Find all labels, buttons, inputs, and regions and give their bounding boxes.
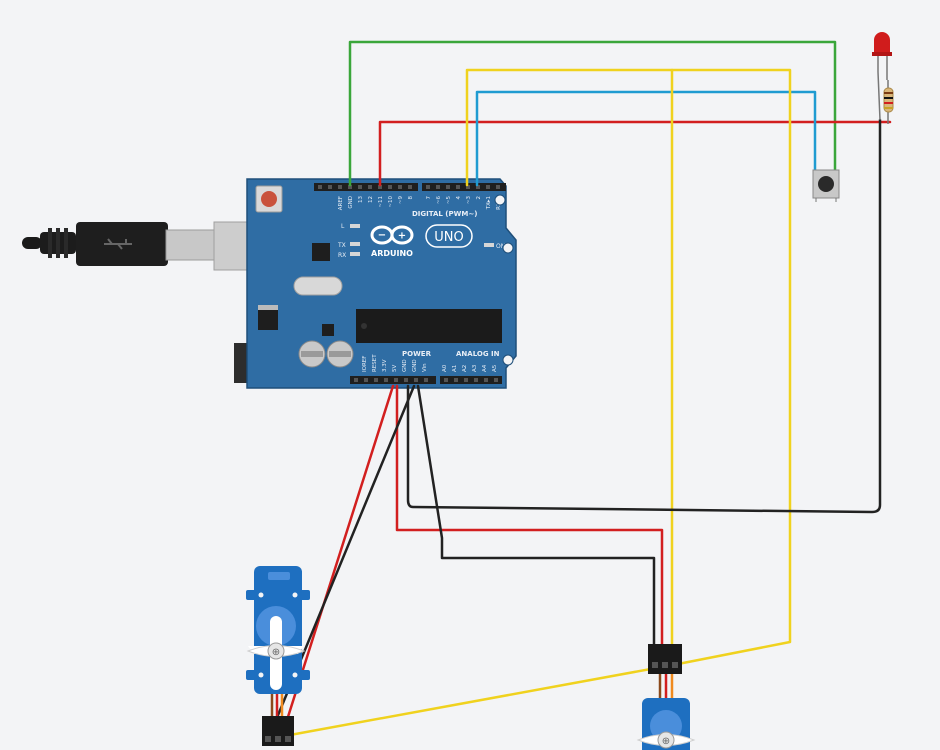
- pin-label: A2: [462, 365, 468, 372]
- onboard-leds: [350, 224, 494, 256]
- small-chip: [322, 324, 334, 336]
- pin-label: TX▸1: [486, 196, 492, 210]
- pin-label: 7: [426, 196, 432, 200]
- pin-label: ~10: [388, 196, 394, 208]
- pin-label: 3.3V: [382, 359, 388, 372]
- led-l-label: L: [341, 223, 345, 230]
- pin-label-aref: AREF: [338, 196, 344, 210]
- uno-badge: UNO: [425, 224, 473, 248]
- usb-chip: [312, 243, 330, 261]
- power-header[interactable]: [350, 376, 436, 384]
- digital-pwm-label: DIGITAL (PWM~): [412, 210, 477, 218]
- pin-label: ~3: [466, 196, 472, 205]
- pushbutton[interactable]: [812, 169, 840, 202]
- servo-horn-right[interactable]: ⊕: [636, 731, 696, 749]
- digital-header-left[interactable]: [314, 183, 418, 191]
- pin-label: GND: [412, 359, 418, 372]
- pin-label: GND: [402, 359, 408, 372]
- wire-black-gnd[interactable]: [416, 384, 656, 650]
- svg-text:UNO: UNO: [434, 230, 463, 245]
- pin-label: A5: [492, 364, 498, 372]
- servo-connector-left[interactable]: [262, 716, 294, 746]
- pin-label-gnd: GND: [348, 196, 354, 209]
- atmega-chip: [356, 309, 502, 343]
- micro-servo-left[interactable]: ⊕: [246, 566, 310, 746]
- wire-blue[interactable]: [475, 90, 817, 187]
- capacitor-left: [298, 340, 326, 368]
- svg-text:⊕: ⊕: [662, 736, 670, 747]
- pin-label: ~5: [446, 196, 452, 205]
- pin-label: 12: [368, 196, 374, 203]
- capacitor-right: [326, 340, 354, 368]
- pin-label: 13: [358, 196, 364, 203]
- reset-button[interactable]: [255, 185, 283, 213]
- svg-text:−: −: [378, 230, 386, 241]
- pin-label: 2: [476, 196, 482, 200]
- svg-text:⊕: ⊕: [272, 647, 280, 658]
- servo-horn-left[interactable]: ⊕: [246, 616, 306, 690]
- wire-red-top[interactable]: [378, 120, 892, 187]
- on-label: ON: [496, 243, 505, 250]
- crystal: [293, 276, 343, 296]
- usb-icon: [104, 238, 132, 250]
- red-led[interactable]: [872, 32, 892, 121]
- pin-label: 8: [408, 196, 414, 200]
- pin-label: IOREF: [362, 356, 368, 372]
- wire-yellow[interactable]: [465, 68, 674, 650]
- pin-label: A1: [452, 365, 458, 372]
- pin-label: 4: [456, 196, 462, 200]
- led-rx-label: RX: [338, 252, 346, 259]
- led-tx-label: TX: [337, 242, 346, 249]
- analog-header[interactable]: [440, 376, 502, 384]
- pin-label: A3: [472, 364, 478, 372]
- brand-label: ARDUINO: [371, 249, 413, 258]
- pin-label: Vin: [422, 363, 428, 372]
- wire-yellow-long[interactable]: [288, 68, 792, 737]
- digital-header-right[interactable]: [422, 183, 506, 191]
- pin-label: A0: [442, 364, 448, 372]
- wire-black-led[interactable]: [406, 118, 882, 514]
- wire-red-servo-left[interactable]: [285, 384, 395, 722]
- svg-text:+: +: [398, 231, 406, 242]
- power-label: POWER: [402, 350, 432, 358]
- arduino-uno-board[interactable]: AREF GND 1312~11~10~987~6~54~32TX▸1RX◂0 …: [246, 178, 517, 389]
- analog-in-label: ANALOG IN: [456, 350, 500, 358]
- pin-label: ~11: [378, 196, 384, 208]
- resistor[interactable]: [883, 80, 894, 124]
- wire-red-5v[interactable]: [395, 384, 664, 650]
- pin-label: RESET: [372, 354, 378, 372]
- pin-label: ~9: [398, 196, 404, 205]
- pin-label: 5V: [392, 365, 398, 372]
- pin-label: ~6: [436, 196, 442, 205]
- wire-green[interactable]: [348, 40, 837, 187]
- regulator: [258, 310, 278, 330]
- servo-connector-right[interactable]: [648, 644, 682, 674]
- micro-servo-right[interactable]: ⊕: [636, 644, 696, 750]
- arduino-logo: − +: [370, 225, 414, 245]
- pin-label: A4: [482, 364, 488, 372]
